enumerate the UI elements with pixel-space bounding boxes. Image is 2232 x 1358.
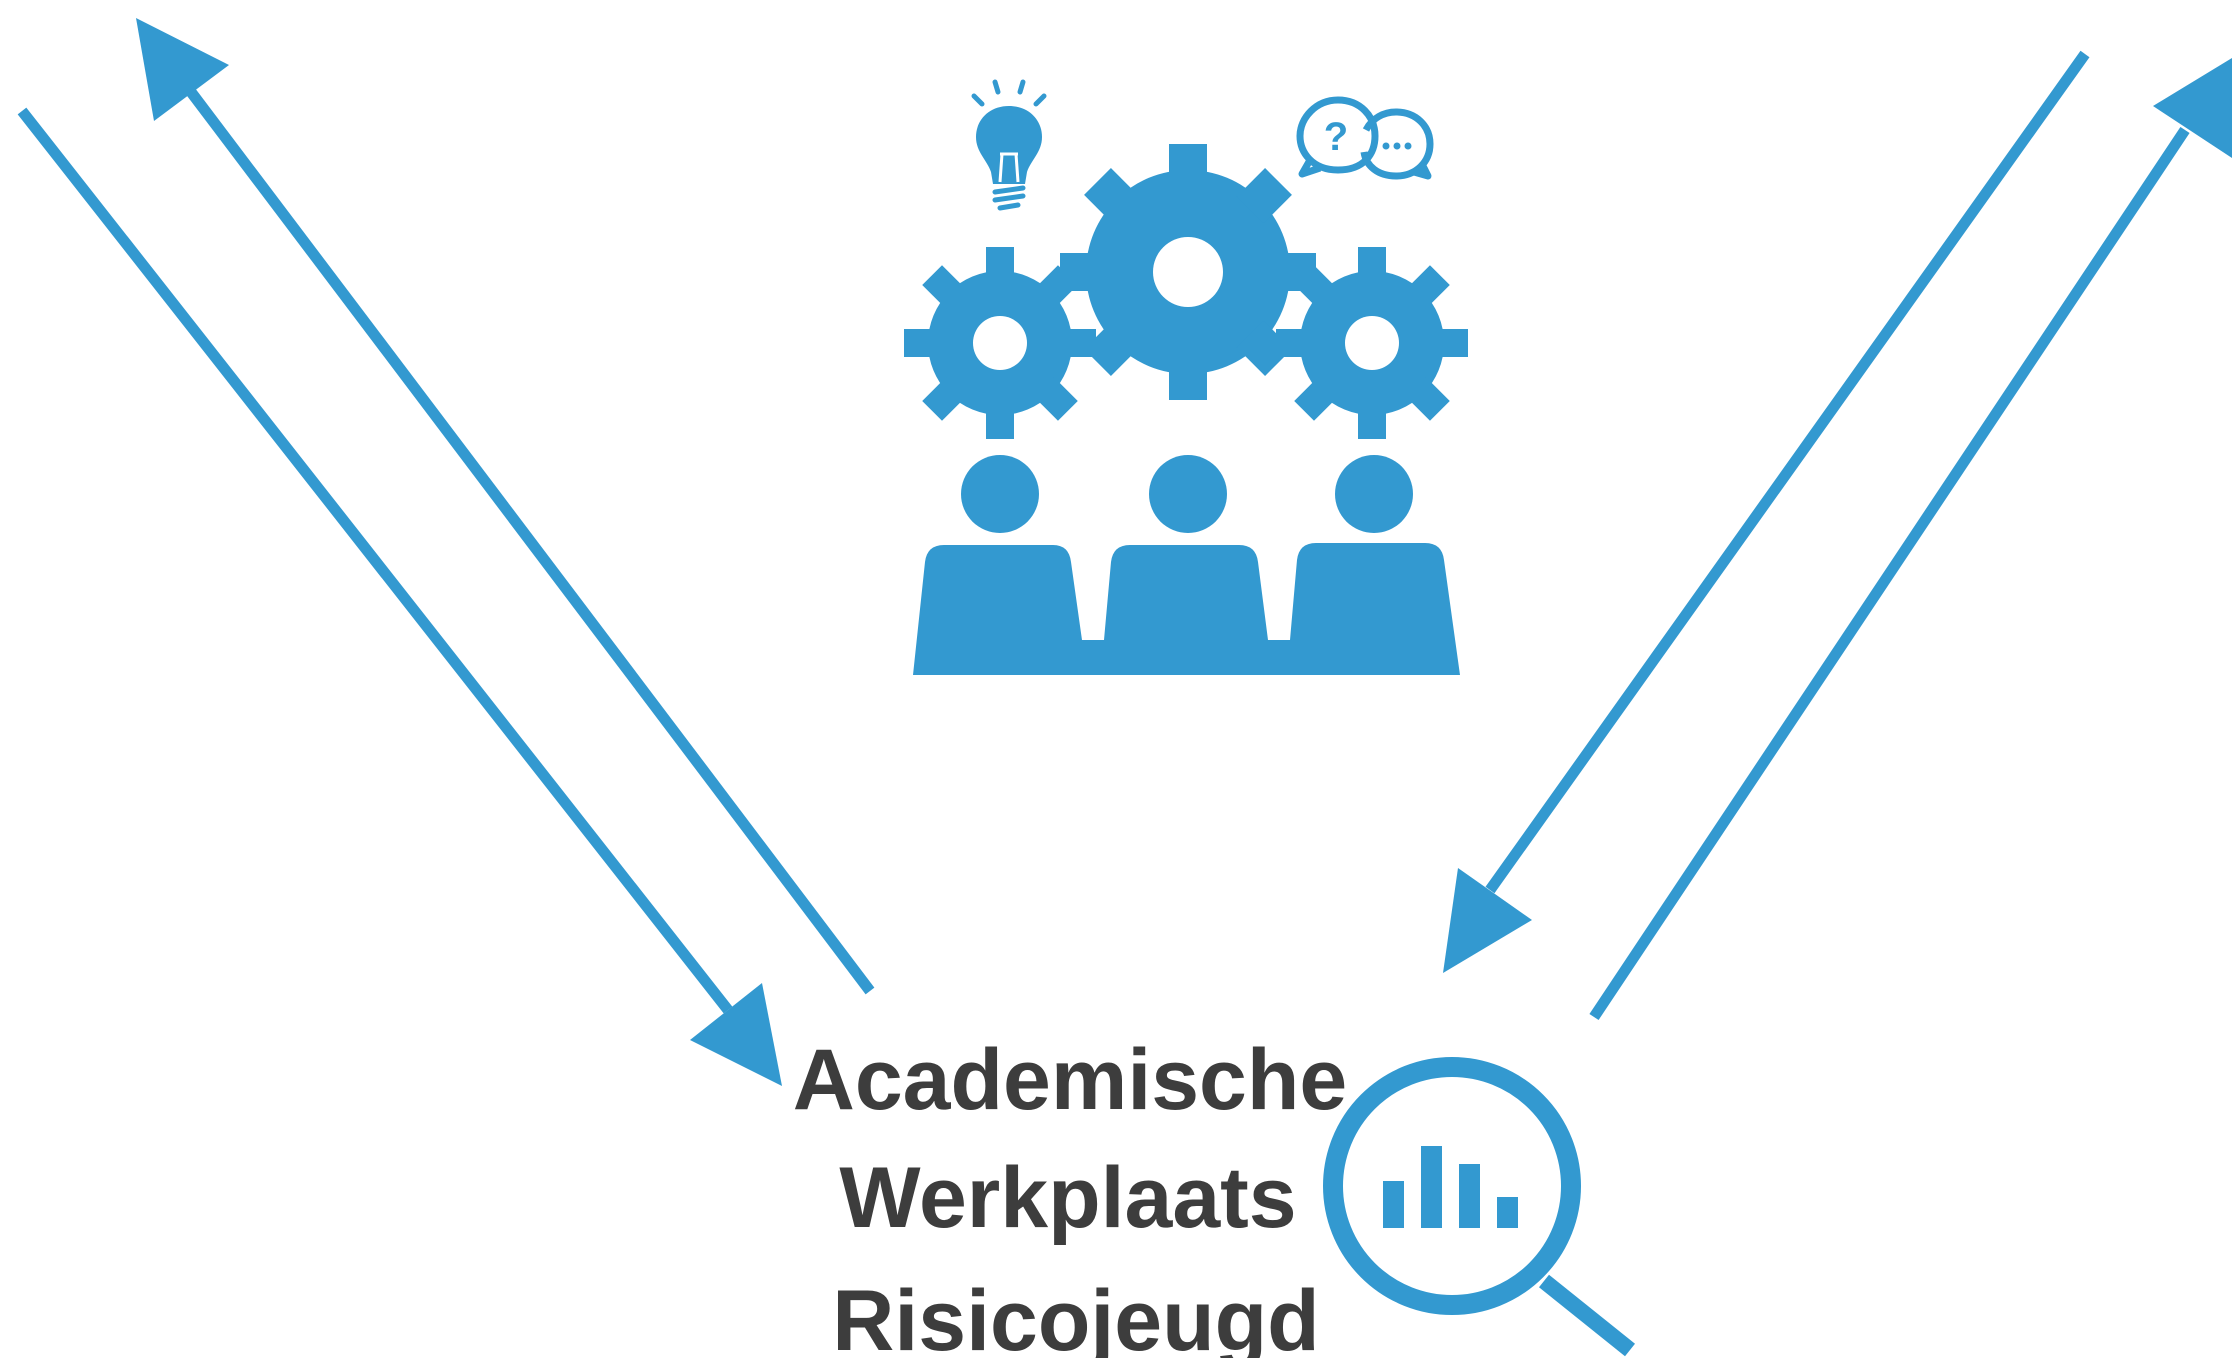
- title-line-1: Academische: [793, 1032, 1348, 1128]
- magnifier-chart-icon: [1323, 1057, 1636, 1357]
- gear-left: [904, 247, 1096, 439]
- bar-chart-icon: [1383, 1146, 1518, 1228]
- gear-center: [1060, 144, 1316, 400]
- arrows: [17, 18, 2232, 1086]
- person-head-left: [961, 455, 1039, 533]
- people-bodies: [913, 543, 1460, 675]
- title-line-2: Werkplaats: [839, 1150, 1296, 1246]
- team-collaboration-icon: ?: [904, 79, 1468, 675]
- title: Academische Werkplaats Risicojeugd: [793, 1032, 1348, 1358]
- magnifier-lens: [1323, 1057, 1581, 1315]
- arrow-up-left-from-title: [136, 18, 875, 995]
- arrow-down-right-to-research: [1443, 50, 2090, 973]
- gears-icon: [904, 144, 1468, 439]
- gear-right: [1276, 247, 1468, 439]
- svg-text:?: ?: [1324, 115, 1348, 159]
- lightbulb-icon: [971, 79, 1047, 211]
- arrow-down-left-to-title: [17, 107, 782, 1086]
- person-head-center: [1149, 455, 1227, 533]
- person-head-right: [1335, 455, 1413, 533]
- title-line-3: Risicojeugd: [832, 1273, 1319, 1358]
- arrow-up-right-from-research: [1589, 58, 2232, 1021]
- question-chat-bubbles-icon: ?: [1296, 96, 1434, 180]
- people: [913, 455, 1460, 675]
- magnifier-handle: [1538, 1274, 1636, 1357]
